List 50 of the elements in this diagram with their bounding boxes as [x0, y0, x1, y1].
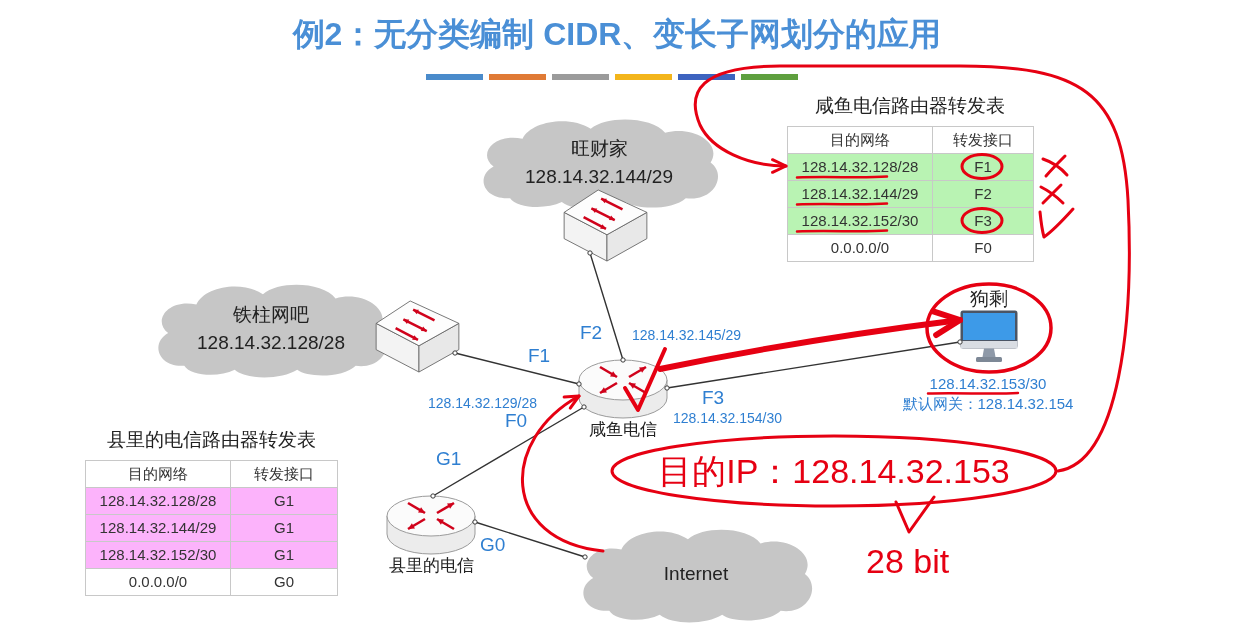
destination-network: 128.14.32.128/28 [86, 488, 231, 515]
interface-address: 128.14.32.129/28 [428, 394, 537, 413]
forwarding-interface: F2 [933, 181, 1034, 208]
destination-network: 0.0.0.0/0 [86, 569, 231, 596]
destination-network: 0.0.0.0/0 [788, 235, 933, 262]
destination-network: 128.14.32.152/30 [86, 542, 231, 569]
subnet-address: 128.14.32.128/28 [197, 332, 345, 354]
column-header: 转发接口 [231, 461, 338, 488]
handwritten-note: 目的IP：128.14.32.153 [658, 451, 1010, 491]
router-name: 县里的电信 [388, 555, 474, 577]
interface-name: F3 [702, 387, 725, 409]
hand-drawn-arrow [693, 64, 1131, 473]
interface-name: G0 [480, 534, 506, 556]
column-header: 转发接口 [933, 127, 1034, 154]
interface-name: G1 [436, 448, 462, 470]
default-gateway: 默认网关：128.14.32.154 [902, 395, 1074, 413]
destination-network: 128.14.32.144/29 [788, 181, 933, 208]
network-link [587, 250, 626, 363]
network-link [430, 404, 587, 499]
host-address: 128.14.32.153/30 [929, 375, 1047, 393]
forwarding-interface: G1 [231, 542, 338, 569]
host-name: 狗剩 [970, 288, 1008, 310]
destination-network: 128.14.32.152/30 [788, 208, 933, 235]
network-name: 铁柱网吧 [233, 304, 309, 326]
destination-network: 128.14.32.128/28 [788, 154, 933, 181]
network-link [472, 519, 588, 560]
interface-name: F2 [580, 322, 603, 344]
network-link [452, 350, 582, 387]
router-name: 咸鱼电信 [589, 419, 657, 441]
forwarding-interface: F0 [933, 235, 1034, 262]
table-title: 咸鱼电信路由器转发表 [814, 94, 1006, 118]
forwarding-interface: G1 [231, 488, 338, 515]
handwritten-note: 28 bit [866, 550, 950, 572]
hand-drawn-arrow [657, 308, 963, 372]
hand-drawn-arrow [521, 394, 605, 553]
forwarding-interface: G0 [231, 569, 338, 596]
interface-address: 128.14.32.145/29 [632, 326, 741, 345]
column-header: 目的网络 [86, 461, 231, 488]
column-header: 目的网络 [788, 127, 933, 154]
interface-name: F1 [528, 345, 551, 367]
network-name: 旺财家 [570, 137, 628, 160]
interface-name: F0 [505, 410, 528, 432]
network-name: Internet [663, 563, 729, 585]
destination-network: 128.14.32.144/29 [86, 515, 231, 542]
subnet-address: 128.14.32.144/29 [525, 165, 673, 188]
forwarding-interface: G1 [231, 515, 338, 542]
slide-title: 例2：无分类编制 CIDR、变长子网划分的应用 [291, 15, 943, 54]
table-title: 县里的电信路由器转发表 [105, 428, 317, 452]
interface-address: 128.14.32.154/30 [673, 409, 782, 428]
network-link [664, 339, 963, 391]
